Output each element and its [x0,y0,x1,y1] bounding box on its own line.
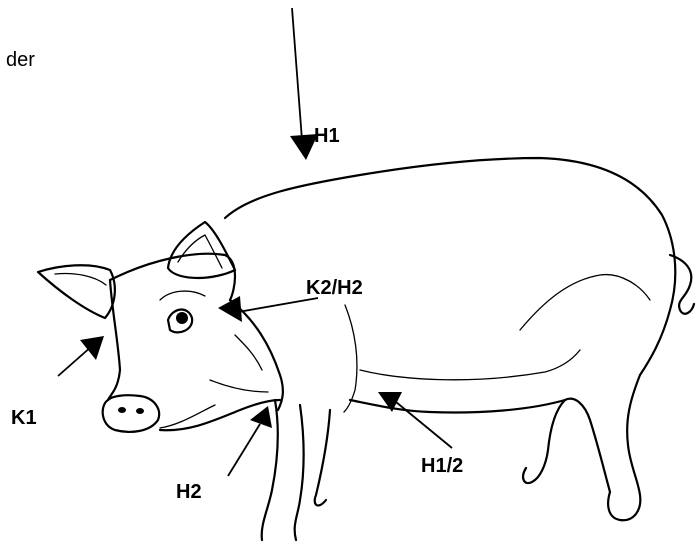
pig-back-outline [225,158,675,375]
text-fragment-der: der [6,50,35,70]
arrow-k2h2 [218,296,318,322]
arrow-h2 [228,406,272,476]
pig-ear-left [38,265,115,318]
arrow-h1-2 [378,392,452,448]
pig-flank-line [520,275,650,330]
pig-neck-wrinkle-2 [210,380,268,392]
arrow-k1 [58,336,104,376]
pig-snout [103,395,159,432]
pig-nostril-right [136,408,144,414]
pig-hind-leg-back [523,400,565,483]
pig-front-leg-right [315,410,330,505]
pig-shoulder-line [344,305,357,412]
label-k2h2: K2/H2 [306,278,363,298]
label-h1-top: H1 [314,126,340,146]
pig-ear-right [168,222,235,278]
pig-illustration [38,158,694,540]
pig-neck-wrinkle-1 [235,335,262,370]
label-k1: K1 [11,408,37,428]
pig-belly [350,400,565,413]
pig-hind-leg-inner [565,399,610,492]
pig-front-leg-left-inner [295,405,304,540]
label-h1-2: H1/2 [421,456,463,476]
pig-nostril-left [118,407,126,413]
pig-pupil [176,312,188,324]
pig-mouth [160,405,215,428]
pig-ear-right-inner [178,235,222,268]
label-h2: H2 [176,482,202,502]
pig-tail [670,255,694,314]
pig-belly-fold [360,350,580,380]
pig-brow [160,291,205,300]
pig-ear-left-inner [55,273,106,285]
pig-hind-leg-outer [608,375,640,520]
